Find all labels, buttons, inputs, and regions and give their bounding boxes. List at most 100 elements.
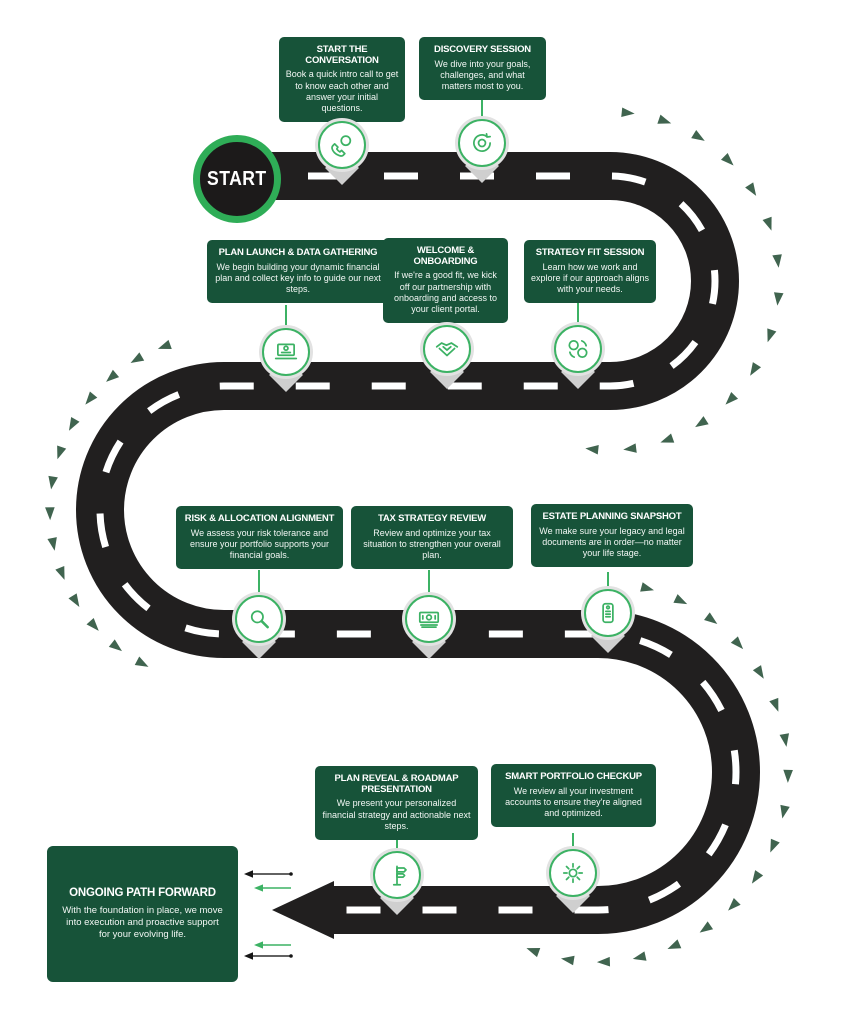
- start-badge: START: [193, 135, 281, 223]
- direction-triangle: [695, 416, 709, 428]
- direction-triangle: [585, 444, 599, 455]
- direction-triangle: [752, 665, 764, 679]
- card-body: We assess your risk tolerance and ensure…: [189, 527, 330, 561]
- card-title: PLAN REVEAL & ROADMAP PRESENTATION: [334, 773, 459, 795]
- direction-triangle: [560, 955, 575, 966]
- direction-triangle: [47, 537, 57, 551]
- pin-circle: [551, 322, 605, 376]
- pin-circle: [455, 116, 509, 170]
- pin-circle: [546, 846, 600, 900]
- pin-circle: [232, 592, 286, 646]
- card-body: We begin building your dynamic financial…: [215, 261, 381, 295]
- direction-triangle: [657, 114, 672, 124]
- direction-triangle: [596, 956, 611, 967]
- direction-triangle: [86, 618, 99, 631]
- direction-triangle: [750, 362, 762, 376]
- signpost-icon: [392, 865, 407, 886]
- direction-triangle: [667, 939, 682, 949]
- card-title: RISK & ALLOCATION ALIGNMENT: [184, 513, 335, 524]
- phone-call-icon: [331, 135, 352, 157]
- direction-triangle: [157, 339, 172, 349]
- estate-tag-icon: [602, 602, 614, 624]
- start-label: START: [207, 167, 267, 190]
- direction-triangle: [720, 152, 734, 166]
- direction-triangle: [772, 254, 782, 268]
- card-start-the-conversation: START THE CONVERSATION Book a quick intr…: [279, 37, 405, 123]
- card-body: We dive into your goals, challenges, and…: [434, 58, 531, 92]
- direction-triangle: [130, 352, 145, 364]
- pin-discovery: [455, 116, 509, 188]
- ongoing-arrows: [244, 870, 293, 960]
- sync-circles-icon: [568, 340, 588, 358]
- direction-triangle: [725, 391, 739, 405]
- direction-triangle: [745, 182, 757, 196]
- connector-line: [607, 572, 609, 592]
- card-strategy-fit: STRATEGY FIT SESSION Learn how we work a…: [524, 240, 656, 304]
- direction-triangle: [68, 417, 80, 431]
- direction-triangle: [621, 107, 635, 118]
- discovery-cycle-icon: [473, 133, 491, 152]
- direction-triangle: [640, 582, 654, 592]
- direction-triangle: [134, 656, 149, 667]
- card-discovery-session: DISCOVERY SESSION We dive into your goal…: [419, 37, 546, 101]
- card-body: We present your personalized financial s…: [322, 798, 471, 831]
- direction-triangle: [673, 594, 688, 605]
- direction-triangle: [728, 898, 741, 911]
- connector-line: [572, 833, 574, 852]
- direction-triangle: [45, 507, 55, 521]
- pin-circle: [581, 586, 635, 640]
- card-body: Learn how we work and explore if our app…: [530, 261, 650, 295]
- direction-triangle: [57, 445, 67, 460]
- laptop-chart-icon: [274, 343, 298, 360]
- card-tax-strategy: TAX STRATEGY REVIEW Review and optimize …: [351, 506, 513, 570]
- pin-smart-portfolio: [546, 846, 600, 918]
- direction-triangle: [623, 443, 637, 453]
- road-end-arrow: [272, 881, 334, 939]
- direction-triangle: [762, 216, 772, 231]
- card-welcome-onboarding: WELCOME & ONBOARDING If we're a good fit…: [383, 238, 508, 324]
- pin-risk: [232, 592, 286, 664]
- card-body: Book a quick intro call to get to know e…: [285, 69, 399, 113]
- pin-estate: [581, 586, 635, 658]
- direction-triangle: [773, 292, 784, 306]
- magnifier-icon: [250, 610, 269, 629]
- direction-triangle: [730, 636, 744, 650]
- direction-triangle: [783, 769, 793, 783]
- direction-triangle: [779, 733, 790, 747]
- card-title: DISCOVERY SESSION: [434, 44, 531, 55]
- direction-triangle: [106, 369, 120, 382]
- direction-triangle: [68, 593, 80, 607]
- direction-triangles: [45, 107, 793, 967]
- pin-plan-launch: [259, 325, 313, 397]
- direction-triangle: [85, 391, 98, 405]
- card-body: We review all your investment accounts t…: [505, 785, 642, 819]
- direction-triangle: [55, 566, 65, 580]
- card-title: ESTATE PLANNING SNAPSHOT: [542, 511, 682, 522]
- card-title: SMART PORTFOLIO CHECKUP: [505, 771, 642, 782]
- direction-triangle: [704, 612, 718, 624]
- direction-triangle: [526, 948, 541, 958]
- card-title: STRATEGY FIT SESSION: [535, 247, 645, 258]
- connector-line: [258, 570, 260, 598]
- direction-triangle: [660, 433, 675, 443]
- card-body: If we're a good fit, we kick off our par…: [393, 270, 498, 314]
- direction-triangle: [108, 639, 123, 652]
- connector-line: [481, 95, 483, 122]
- connector-line: [396, 836, 398, 854]
- connector-line: [428, 570, 430, 598]
- pin-circle: [370, 848, 424, 902]
- connector-line: [577, 303, 579, 328]
- card-ongoing-path-forward: ONGOING PATH FORWARD With the foundation…: [47, 846, 238, 982]
- card-title: PLAN LAUNCH & DATA GATHERING: [218, 247, 378, 258]
- card-estate-planning: ESTATE PLANNING SNAPSHOT We make sure yo…: [531, 504, 693, 568]
- pin-welcome: [420, 322, 474, 394]
- card-title: TAX STRATEGY REVIEW: [377, 513, 487, 524]
- card-title: ONGOING PATH FORWARD: [69, 887, 216, 900]
- pin-plan-reveal: [370, 848, 424, 920]
- pin-circle: [420, 322, 474, 376]
- pin-circle: [402, 592, 456, 646]
- direction-triangle: [767, 328, 777, 343]
- pin-circle: [259, 325, 313, 379]
- direction-triangle: [691, 129, 705, 141]
